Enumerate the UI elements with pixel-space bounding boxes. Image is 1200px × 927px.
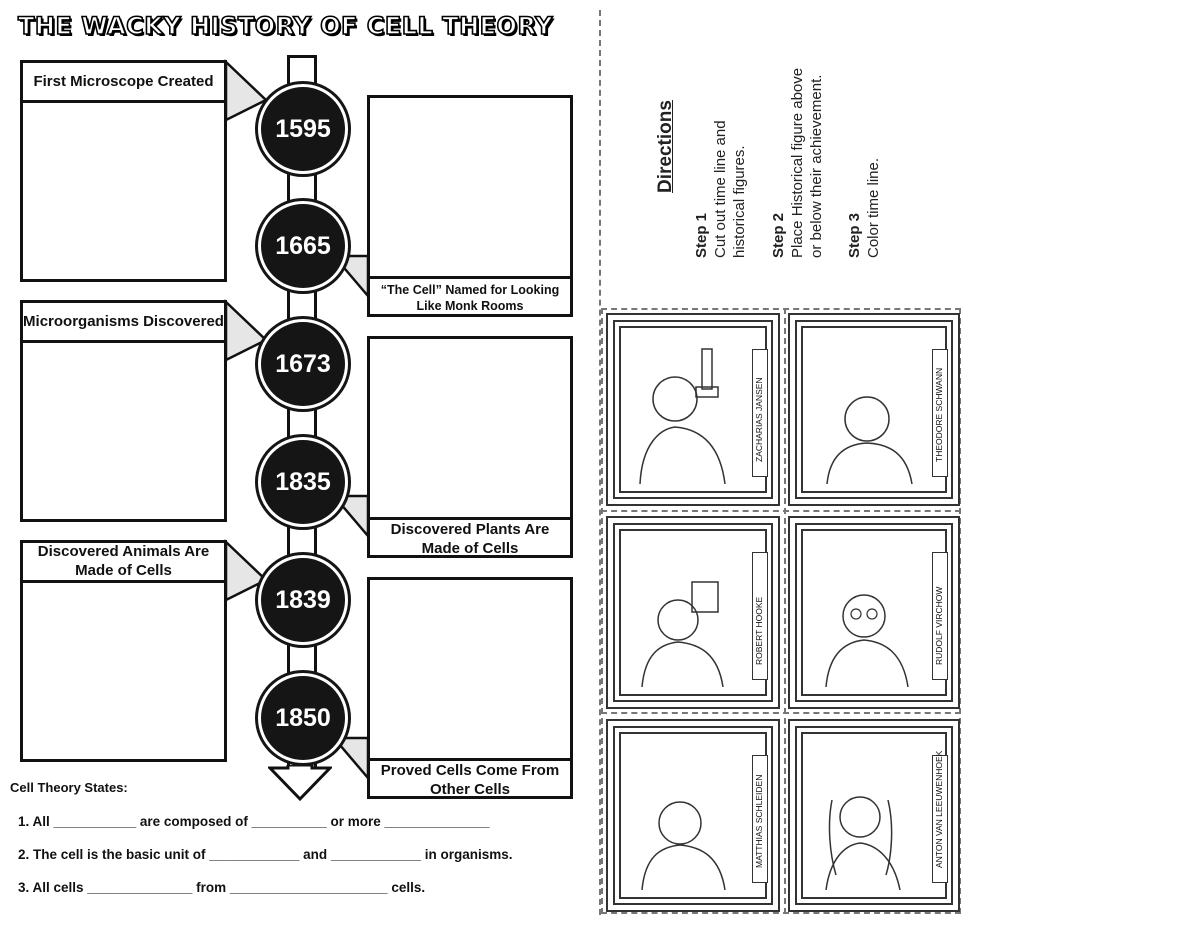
cell-theory-statement-2: 2. The cell is the basic unit of _______… <box>18 847 513 862</box>
figure-card-zacharias-jansen: ZACHARIAS JANSEN <box>606 313 780 506</box>
left-box-1 <box>20 60 227 282</box>
connector-1835 <box>331 494 370 540</box>
year-badge-1839: 1839 <box>258 555 348 645</box>
right-box-3 <box>367 577 573 799</box>
portrait-icon <box>826 396 913 484</box>
step-2-title: Step 2 <box>770 212 787 258</box>
left-label-3: Discovered Animals Are Made of Cells <box>23 542 224 583</box>
year-badge-1595: 1595 <box>258 84 348 174</box>
step-2-line-1: Place Historical figure above <box>789 67 806 258</box>
cell-theory-statement-3: 3. All cells ______________ from _______… <box>18 880 426 895</box>
timeline-spine <box>287 55 317 773</box>
right-box-2 <box>367 336 573 558</box>
step-3-title: Step 3 <box>846 212 863 258</box>
cut-line-vertical <box>599 10 601 915</box>
figure-card-robert-hooke: ROBERT HOOKE <box>606 516 780 709</box>
step-1-title: Step 1 <box>693 212 710 258</box>
figure-grid-cut-row-1 <box>601 510 961 512</box>
right-label-1: “The Cell” Named for Looking Like Monk R… <box>370 276 570 317</box>
figure-grid-cut-border <box>601 308 961 914</box>
step-3-line-1: Color time line. <box>865 157 882 258</box>
portrait-icon <box>825 594 909 687</box>
figure-card-rudolf-virchow: RUDOLF VIRCHOW <box>788 516 960 709</box>
portrait-icon <box>641 801 726 890</box>
year-badge-1850: 1850 <box>258 673 348 763</box>
cell-theory-heading: Cell Theory States: <box>10 780 128 795</box>
figure-card-anton-van-leeuwenhoek: ANTON VAN LEEUWENHOEK <box>788 719 960 912</box>
connector-1839 <box>224 539 269 603</box>
figure-name-zacharias-jansen: ZACHARIAS JANSEN <box>754 377 764 462</box>
year-badge-1673: 1673 <box>258 319 348 409</box>
figure-card-theodore-schwann: THEODORE SCHWANN <box>788 313 960 506</box>
figure-name-theodore-schwann: THEODORE SCHWANN <box>934 367 944 462</box>
figure-card-matthias-schleiden: MATTHIAS SCHLEIDEN <box>606 719 780 912</box>
right-box-1 <box>367 95 573 317</box>
figure-grid-cut-row-2 <box>601 712 961 714</box>
right-label-2: Discovered Plants Are Made of Cells <box>370 517 570 558</box>
connector-1850 <box>331 736 370 782</box>
year-badge-1665: 1665 <box>258 201 348 291</box>
step-1-line-2: historical figures. <box>731 145 748 258</box>
portrait-icon <box>639 348 726 484</box>
connector-1595 <box>224 59 269 123</box>
step-1-line-1: Cut out time line and <box>712 120 729 258</box>
figure-name-rudolf-virchow: RUDOLF VIRCHOW <box>934 586 944 665</box>
year-badge-1835: 1835 <box>258 437 348 527</box>
portrait-icon <box>825 796 901 890</box>
figure-name-matthias-schleiden: MATTHIAS SCHLEIDEN <box>754 774 764 868</box>
portrait-icon <box>641 581 724 687</box>
left-box-3 <box>20 540 227 762</box>
figure-name-robert-hooke: ROBERT HOOKE <box>754 596 764 665</box>
cell-theory-statement-1: 1. All ___________ are composed of _____… <box>18 814 490 829</box>
figure-name-anton-van-leeuwenhoek: ANTON VAN LEEUWENHOEK <box>934 750 944 868</box>
left-label-1: First Microscope Created <box>23 62 224 103</box>
connector-1673 <box>224 299 269 363</box>
timeline-arrow-head <box>268 765 332 802</box>
left-box-2 <box>20 300 227 522</box>
directions-heading: Directions <box>655 100 676 193</box>
figure-grid-cut-center <box>784 308 786 914</box>
left-label-2: Microorganisms Discovered <box>23 302 224 343</box>
page-title: THE WACKY HISTORY OF CELL THEORY <box>17 11 553 41</box>
right-label-3: Proved Cells Come From Other Cells <box>370 758 570 799</box>
step-2-line-2: or below their achievement. <box>808 74 825 258</box>
